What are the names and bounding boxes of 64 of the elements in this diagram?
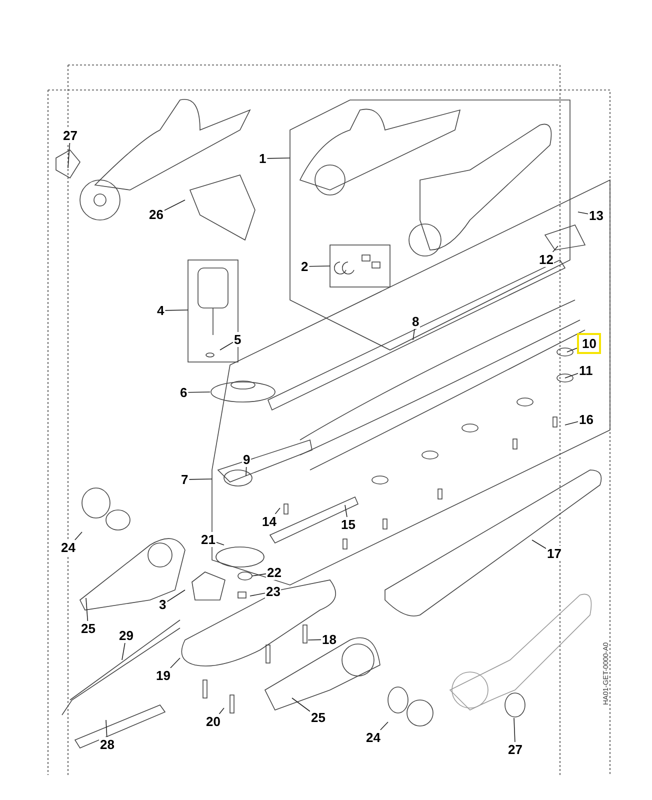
callout-number: 26 — [148, 207, 164, 222]
leader-line — [344, 504, 348, 518]
leader-line — [220, 342, 234, 350]
leader-line — [566, 348, 578, 352]
callout-number: 11 — [578, 363, 594, 378]
leader-line — [564, 421, 578, 426]
callout-number: 4 — [156, 303, 166, 318]
leader-line — [188, 392, 210, 393]
callout-number: 12 — [538, 252, 554, 267]
callout-number: 6 — [179, 385, 188, 400]
leader-line — [380, 722, 388, 730]
callout-number: 13 — [588, 208, 604, 223]
leader-line — [578, 212, 588, 214]
leader-line — [166, 590, 186, 602]
leader-line — [122, 642, 126, 660]
leader-line — [308, 266, 330, 267]
leader-line — [266, 158, 290, 159]
callout-number: 5 — [233, 332, 242, 347]
callout-number: 10 — [577, 333, 602, 354]
callout-number: 22 — [266, 565, 282, 580]
leader-line — [164, 200, 186, 211]
callout-number: 1 — [258, 151, 268, 166]
leader-line — [68, 142, 70, 168]
callout-number: 19 — [155, 668, 172, 683]
callout-number: 27 — [62, 128, 78, 143]
callout-number: 24 — [60, 540, 76, 555]
callout-number: 21 — [200, 532, 216, 547]
callout-number: 24 — [365, 730, 382, 745]
leader-line — [250, 592, 266, 596]
callout-number: 25 — [80, 621, 96, 636]
callout-number: 9 — [242, 452, 252, 467]
leader-line — [218, 708, 224, 714]
callout-number: 25 — [310, 710, 326, 725]
leader-line — [216, 542, 224, 546]
leader-line — [552, 246, 558, 252]
callout-number: 20 — [205, 714, 222, 729]
callout-number: 23 — [265, 584, 282, 599]
callout-number: 7 — [180, 472, 190, 487]
leader-line — [532, 540, 546, 549]
leader-line — [274, 508, 280, 514]
leader-line — [86, 598, 88, 622]
leader-line — [412, 328, 415, 340]
callout-number: 14 — [261, 514, 278, 529]
callout-number: 27 — [507, 742, 524, 757]
leader-line — [170, 658, 180, 668]
leader-line — [164, 310, 188, 311]
callout-number: 3 — [158, 597, 168, 612]
leader-line — [308, 639, 322, 640]
leader-line — [252, 573, 266, 576]
leader-line — [564, 372, 578, 378]
callout-number: 2 — [300, 259, 310, 274]
callout-number: 29 — [118, 628, 134, 643]
leader-line — [188, 478, 212, 480]
leader-line — [514, 718, 516, 742]
leader-line — [246, 466, 247, 476]
callout-number: 18 — [321, 632, 338, 647]
leader-line — [292, 698, 310, 712]
callout-number: 15 — [340, 517, 356, 532]
leader-line — [74, 532, 82, 540]
callout-number: 16 — [578, 412, 594, 427]
callout-number: 8 — [411, 314, 420, 329]
callout-number: 17 — [546, 546, 562, 561]
callout-number: 28 — [99, 737, 116, 752]
leader-line — [106, 720, 108, 738]
